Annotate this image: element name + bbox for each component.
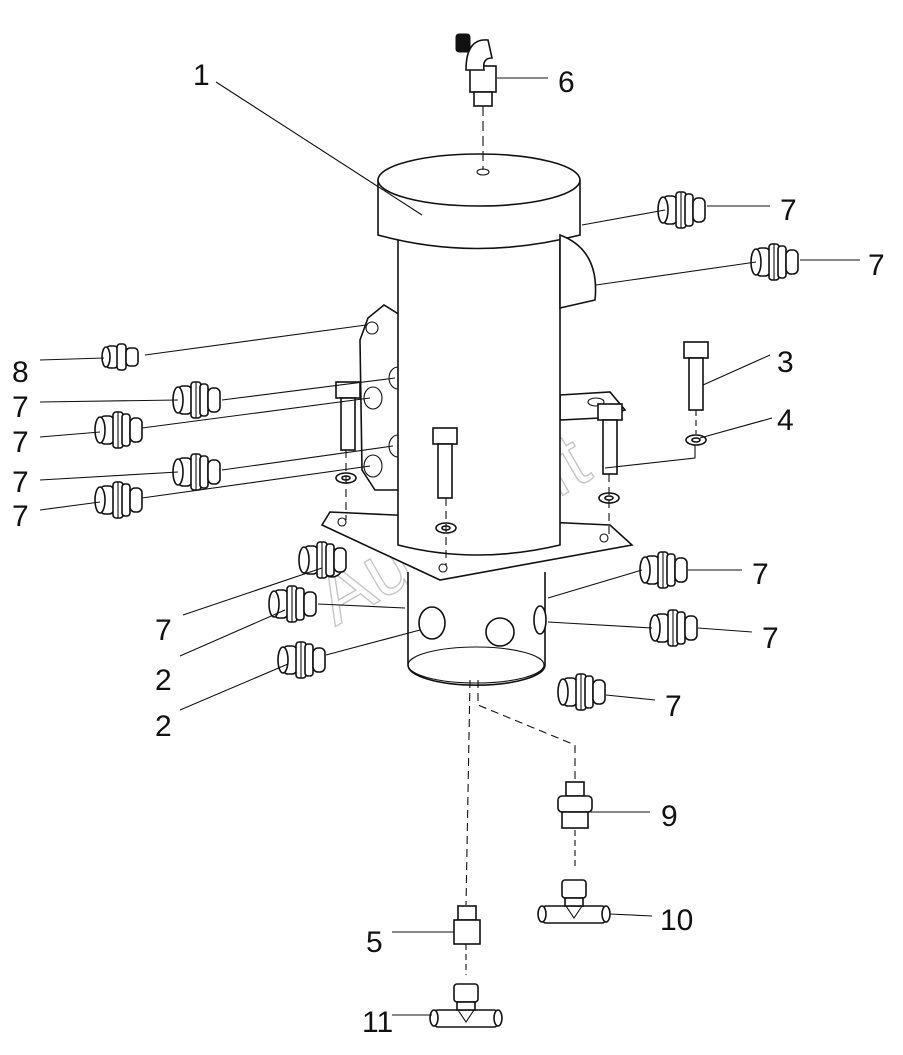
callout-9: 9	[661, 800, 678, 833]
callout-7: 7	[12, 466, 29, 499]
callout-7: 7	[752, 558, 769, 591]
callout-5: 5	[366, 926, 383, 959]
callout-3: 3	[777, 346, 794, 379]
callout-7: 7	[780, 194, 797, 227]
elbow-fitting	[455, 33, 497, 170]
lower-fittings	[429, 679, 611, 1028]
callout-11: 11	[362, 1006, 393, 1039]
callout-7: 7	[12, 391, 29, 424]
main-housing	[319, 153, 634, 686]
callout-7: 7	[665, 690, 682, 723]
callout-7: 7	[762, 622, 779, 655]
leader-lines	[39, 77, 860, 1016]
callout-4: 4	[777, 404, 794, 437]
callout-7: 7	[155, 614, 172, 647]
callout-6: 6	[558, 66, 575, 99]
callout-2: 2	[155, 710, 172, 743]
bolts-and-washers	[335, 341, 709, 565]
callout-7: 7	[12, 426, 29, 459]
callout-2: 2	[155, 664, 172, 697]
callout-8: 8	[12, 356, 29, 389]
callout-7: 7	[12, 500, 29, 533]
callout-7: 7	[868, 249, 885, 282]
callout-labels: 1 6 7 7 8 3 4 7 7 7 7 7 7 7 2 7 2 9 10 5…	[12, 59, 885, 1039]
callout-10: 10	[660, 904, 693, 937]
callout-1: 1	[193, 59, 210, 92]
